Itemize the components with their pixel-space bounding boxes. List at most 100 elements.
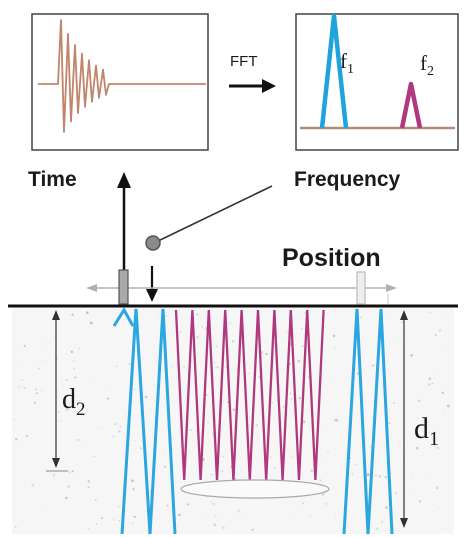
concrete-speck xyxy=(101,517,104,520)
concrete-speck xyxy=(395,492,397,495)
concrete-speck xyxy=(142,531,144,533)
fft-label: FFT xyxy=(230,53,258,70)
d2-label: d2 xyxy=(62,384,86,420)
concrete-speck xyxy=(232,408,236,412)
concrete-speck xyxy=(214,515,217,518)
concrete-speck xyxy=(85,311,89,315)
concrete-speck xyxy=(428,377,432,381)
concrete-speck xyxy=(132,522,134,525)
concrete-speck xyxy=(216,366,219,369)
concrete-speck xyxy=(44,360,46,362)
concrete-speck xyxy=(228,434,230,436)
concrete-speck xyxy=(359,316,362,319)
concrete-speck xyxy=(89,321,93,325)
concrete-speck xyxy=(332,334,336,338)
concrete-speck xyxy=(93,456,96,458)
concrete-speck xyxy=(310,469,314,473)
concrete-speck xyxy=(94,499,97,502)
concrete-speck xyxy=(271,401,273,404)
concrete-speck xyxy=(300,313,302,315)
concrete-speck xyxy=(355,463,357,466)
time-signal-panel xyxy=(31,13,209,151)
concrete-speck xyxy=(393,402,395,404)
arrow-right-icon xyxy=(229,79,276,93)
concrete-speck xyxy=(22,386,24,388)
concrete-speck xyxy=(435,486,439,490)
concrete-speck xyxy=(143,356,144,358)
concrete-speck xyxy=(298,396,301,400)
concrete-speck xyxy=(100,427,103,429)
concrete-speck xyxy=(284,333,286,335)
concrete-speck xyxy=(178,513,181,517)
concrete-speck xyxy=(431,382,434,385)
concrete-speck xyxy=(417,399,421,403)
concrete-speck xyxy=(215,345,218,348)
concrete-speck xyxy=(365,402,366,404)
concrete-speck xyxy=(322,429,324,431)
concrete-speck xyxy=(289,392,291,395)
concrete-speck xyxy=(331,381,332,383)
position-label: Position xyxy=(282,244,381,272)
concrete-speck xyxy=(374,474,377,477)
scan-position-arrow xyxy=(86,284,397,292)
concrete-speck xyxy=(134,440,136,442)
concrete-speck xyxy=(130,521,132,523)
concrete-speck xyxy=(71,470,74,473)
concrete-speck xyxy=(81,443,83,445)
concrete-speck xyxy=(241,360,243,362)
concrete-speck xyxy=(115,365,118,368)
concrete-speck xyxy=(35,388,38,391)
concrete-speck xyxy=(87,527,90,530)
receiver-transducer xyxy=(118,269,129,305)
concrete-speck xyxy=(46,335,49,337)
concrete-speck xyxy=(415,446,419,450)
concrete-speck xyxy=(399,339,401,341)
frequency-label: Frequency xyxy=(294,168,401,191)
concrete-speck xyxy=(302,502,304,504)
concrete-speck xyxy=(117,505,120,508)
concrete-speck xyxy=(325,503,328,505)
concrete-speck xyxy=(25,434,29,438)
concrete-speck xyxy=(405,436,407,438)
concrete-speck xyxy=(280,396,282,397)
concrete-speck xyxy=(14,526,17,529)
concrete-speck xyxy=(65,408,69,412)
concrete-speck xyxy=(171,366,173,368)
concrete-speck xyxy=(292,455,294,457)
dimension-d1 xyxy=(400,310,408,528)
time-label: Time xyxy=(28,168,77,191)
concrete-speck xyxy=(57,410,61,414)
concrete-speck xyxy=(429,477,431,479)
concrete-speck xyxy=(301,503,303,505)
concrete-speck xyxy=(124,415,126,417)
concrete-speck xyxy=(95,523,98,525)
concrete-speck xyxy=(213,523,217,527)
concrete-speck xyxy=(251,528,254,531)
concrete-speck xyxy=(111,388,113,390)
concrete-speck xyxy=(87,486,90,489)
concrete-speck xyxy=(438,328,442,332)
concrete-speck xyxy=(377,443,379,445)
concrete-speck xyxy=(139,447,142,450)
concrete-speck xyxy=(19,365,21,367)
concrete-speck xyxy=(273,466,276,469)
concrete-speck xyxy=(366,473,370,477)
concrete-speck xyxy=(186,503,189,506)
concrete-speck xyxy=(442,312,444,314)
concrete-speck xyxy=(443,413,445,415)
concrete-speck xyxy=(301,327,303,330)
concrete-speck xyxy=(437,507,439,510)
concrete-speck xyxy=(118,430,121,433)
concrete-speck xyxy=(68,470,72,474)
concrete-speck xyxy=(441,527,443,530)
concrete-speck xyxy=(214,361,216,364)
concrete-speck xyxy=(107,397,110,400)
concrete-speck xyxy=(72,395,75,398)
concrete-speck xyxy=(78,348,80,350)
concrete-speck xyxy=(282,405,285,408)
concrete-speck xyxy=(385,506,388,509)
concrete-speck xyxy=(112,519,115,521)
concrete-speck xyxy=(47,505,49,507)
concrete-speck xyxy=(381,521,383,523)
concrete-speck xyxy=(319,479,322,482)
